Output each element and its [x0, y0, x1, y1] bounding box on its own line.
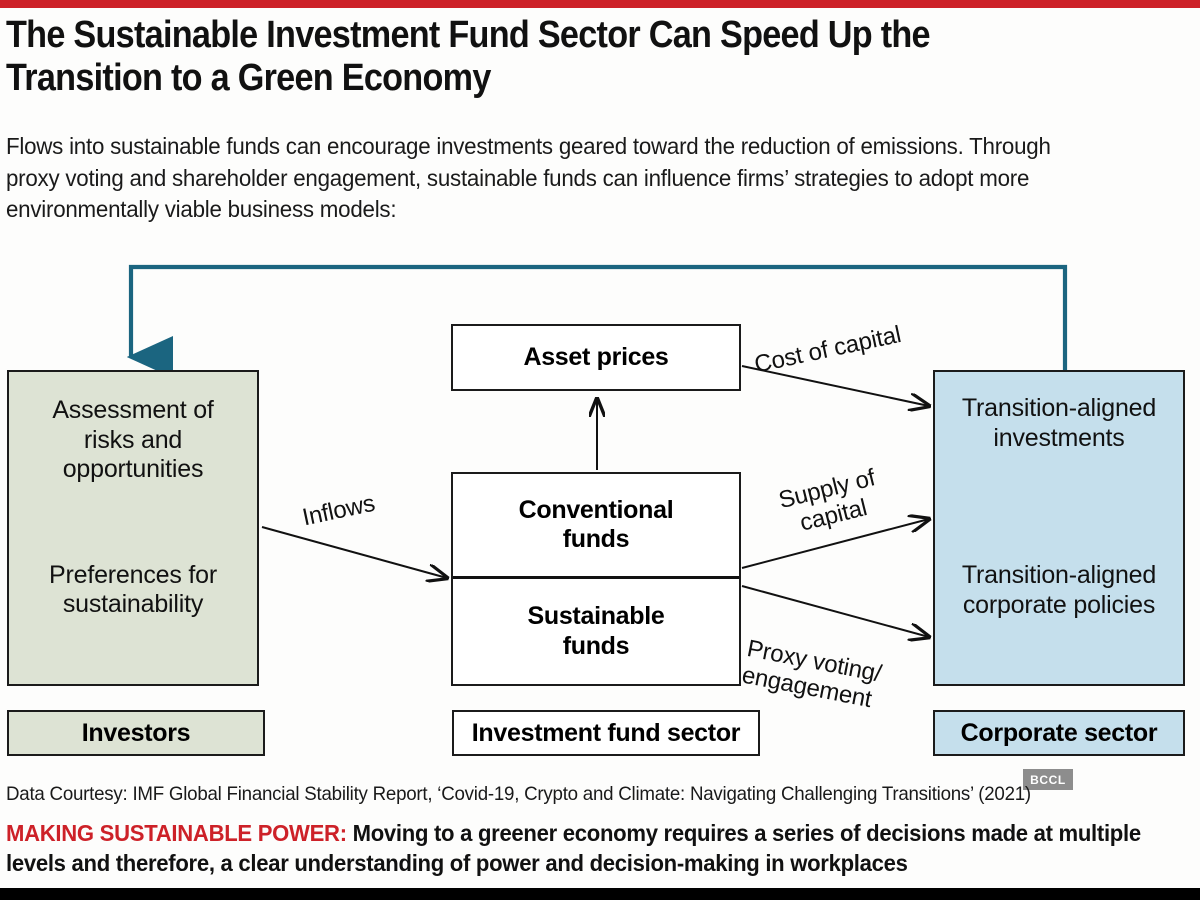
caption-investors[interactable]: Investors	[7, 710, 265, 756]
standfirst-text: Flows into sustainable funds can encoura…	[6, 133, 1051, 223]
node-sustainable-funds[interactable]: Sustainable funds	[453, 579, 739, 684]
sustainable-funds-label: Sustainable funds	[527, 602, 665, 660]
caption-corporate-label: Corporate sector	[960, 718, 1158, 747]
page-title: The Sustainable Investment Fund Sector C…	[6, 14, 931, 99]
caption-fund-sector-label: Investment fund sector	[471, 718, 741, 747]
flow-label-proxy-voting: Proxy voting/ engagement	[739, 635, 884, 714]
node-funds-stack[interactable]: Conventional funds Sustainable funds	[451, 472, 741, 686]
source-credit: Data Courtesy: IMF Global Financial Stab…	[6, 783, 1031, 805]
corporate-line-1: Transition-aligned investments	[961, 394, 1157, 452]
investors-line-1: Assessment of risks and opportunities	[52, 396, 214, 483]
node-corporate[interactable]: Transition-aligned investments Transitio…	[933, 370, 1185, 686]
arrow-inflows	[261, 526, 447, 578]
flow-label-cost-of-capital: Cost of capital	[752, 321, 904, 379]
top-red-rule	[0, 0, 1200, 8]
bottom-black-rule	[0, 888, 1200, 900]
arrow-proxy-voting	[741, 585, 929, 637]
node-asset-prices[interactable]: Asset prices	[451, 324, 741, 391]
flow-label-inflows: Inflows	[300, 489, 378, 532]
kicker-body: Moving to a greener economy requires a s…	[6, 820, 1141, 877]
bccl-watermark: BCCL	[1023, 769, 1073, 790]
node-conventional-funds[interactable]: Conventional funds	[453, 474, 739, 579]
caption-corporate-sector[interactable]: Corporate sector	[933, 710, 1185, 756]
caption-investment-fund-sector[interactable]: Investment fund sector	[452, 710, 760, 756]
node-investors[interactable]: Assessment of risks and opportunities Pr…	[7, 370, 259, 686]
asset-prices-label: Asset prices	[523, 342, 669, 371]
kicker-text: MAKING SUSTAINABLE POWER: Moving to a gr…	[6, 818, 1148, 879]
investors-line-2: Preferences for sustainability	[49, 560, 217, 619]
flow-label-supply-of-capital: Supply of capital	[776, 464, 878, 538]
corporate-line-2: Transition-aligned corporate policies	[961, 561, 1157, 619]
caption-investors-label: Investors	[81, 718, 191, 747]
kicker-label: MAKING SUSTAINABLE POWER:	[6, 820, 347, 846]
conventional-funds-label: Conventional funds	[518, 495, 674, 554]
